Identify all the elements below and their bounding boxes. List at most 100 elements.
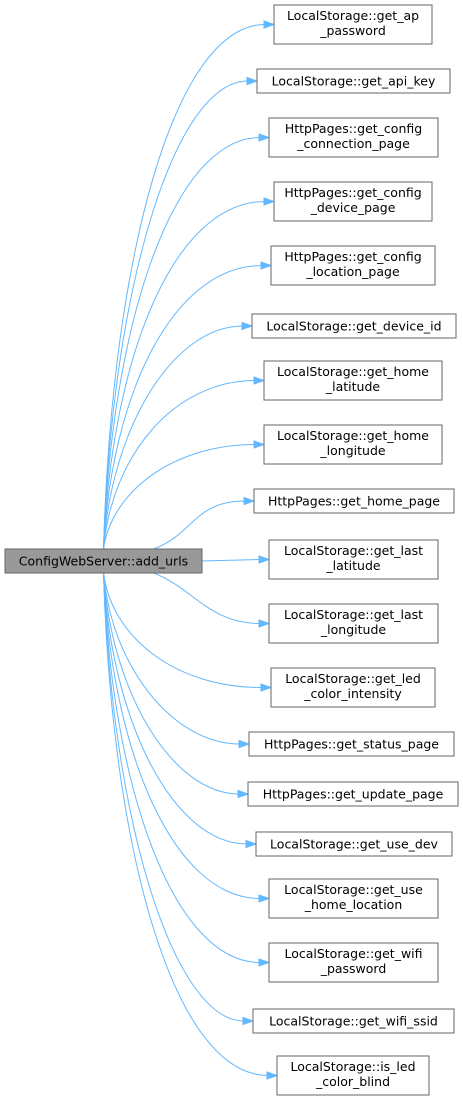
- callee-label-line: LocalStorage::get_last: [284, 543, 423, 558]
- callee-label-line: LocalStorage::get_wifi_ssid: [269, 1014, 438, 1029]
- call-edge: [103, 572, 248, 845]
- callee-node-httppages-get-config-location-page[interactable]: HttpPages::get_config_location_page: [270, 245, 436, 286]
- callee-label-line: LocalStorage::get_use: [284, 882, 423, 897]
- callee-box: [251, 313, 457, 339]
- callee-box: [276, 1055, 430, 1096]
- callee-box: [273, 181, 433, 222]
- arrowhead-icon: [263, 20, 276, 29]
- callee-label: HttpPages::get_status_page: [264, 737, 439, 752]
- call-edge: [103, 137, 261, 550]
- callee-label: LocalStorage::get_use_dev: [270, 837, 439, 852]
- arrowhead-icon: [258, 133, 271, 142]
- callee-label-line: _longitude: [319, 443, 385, 458]
- callee-node-httppages-get-config-connection-page[interactable]: HttpPages::get_config_connection_page: [268, 117, 439, 158]
- callee-label-line: HttpPages::get_config: [284, 185, 421, 200]
- callee-box: [252, 1008, 455, 1034]
- callee-label-line: _latitude: [325, 379, 381, 394]
- callee-label-line: LocalStorage::get_last: [284, 607, 423, 622]
- arrowhead-icon: [243, 496, 256, 506]
- arrowhead-icon: [246, 76, 259, 86]
- callee-label-line: HttpPages::get_home_page: [268, 494, 440, 509]
- callee-label: HttpPages::get_config_location_page: [284, 249, 421, 279]
- arrowhead-icon: [266, 1071, 279, 1080]
- callee-node-httppages-get-update-page[interactable]: HttpPages::get_update_page: [247, 781, 459, 807]
- callee-label-line: HttpPages::get_config: [285, 121, 422, 136]
- root-node-add-urls[interactable]: ConfigWebServer::add_urls: [4, 548, 203, 574]
- callee-box: [268, 603, 439, 644]
- call-edge: [103, 572, 240, 795]
- callee-node-httppages-get-config-device-page[interactable]: HttpPages::get_config_device_page: [273, 181, 433, 222]
- call-edge: [103, 444, 256, 550]
- callee-label-line: _longitude: [320, 622, 386, 637]
- callee-node-localstorage-get-last-longitude[interactable]: LocalStorage::get_last_longitude: [268, 603, 439, 644]
- call-edge: [103, 24, 266, 550]
- callee-label-line: _password: [319, 23, 386, 38]
- callee-label: LocalStorage::get_led_color_intensity: [285, 671, 421, 701]
- callee-box: [255, 831, 453, 857]
- callee-node-localstorage-get-wifi-password[interactable]: LocalStorage::get_wifi_password: [268, 942, 439, 983]
- callee-label-line: _location_page: [305, 264, 400, 279]
- callee-label: HttpPages::get_home_page: [268, 494, 440, 509]
- arrowhead-icon: [258, 619, 271, 628]
- callee-node-localstorage-get-ap-password[interactable]: LocalStorage::get_ap_password: [273, 4, 433, 45]
- callee-box: [268, 878, 439, 919]
- callee-label-line: LocalStorage::get_wifi: [284, 946, 422, 961]
- callee-label-line: LocalStorage::get_home: [277, 428, 429, 443]
- callee-label-line: LocalStorage::get_api_key: [272, 74, 436, 89]
- call-edge: [103, 325, 244, 550]
- callee-box: [263, 360, 443, 401]
- arrowhead-icon: [258, 894, 271, 903]
- arrowhead-icon: [253, 440, 266, 449]
- callee-node-httppages-get-status-page[interactable]: HttpPages::get_status_page: [248, 731, 455, 757]
- callee-box: [270, 245, 436, 286]
- callee-node-localstorage-get-use-dev[interactable]: LocalStorage::get_use_dev: [255, 831, 453, 857]
- callee-box: [248, 731, 455, 757]
- callee-label-line: LocalStorage::get_device_id: [266, 319, 441, 334]
- root-node-label: ConfigWebServer::add_urls: [19, 554, 188, 569]
- callee-box: [263, 424, 443, 465]
- call-edge: [103, 265, 263, 550]
- callee-node-localstorage-is-led-color-blind[interactable]: LocalStorage::is_led_color_blind: [276, 1055, 430, 1096]
- callee-label-line: LocalStorage::get_use_dev: [270, 837, 439, 852]
- call-edge: [103, 80, 249, 550]
- callee-label: HttpPages::get_config_device_page: [284, 185, 421, 215]
- callee-node-localstorage-get-last-latitude[interactable]: LocalStorage::get_last_latitude: [268, 539, 439, 580]
- call-edge: [153, 500, 246, 550]
- callee-node-httppages-get-home-page[interactable]: HttpPages::get_home_page: [253, 488, 455, 514]
- call-edge: [103, 572, 263, 688]
- call-edge: [103, 572, 269, 1076]
- callee-label-line: _home_location: [304, 897, 403, 912]
- call-edge: [103, 572, 261, 899]
- callee-label-line: HttpPages::get_update_page: [263, 787, 444, 802]
- callee-box: [247, 781, 459, 807]
- callee-node-localstorage-get-device-id[interactable]: LocalStorage::get_device_id: [251, 313, 457, 339]
- callee-node-localstorage-get-home-latitude[interactable]: LocalStorage::get_home_latitude: [263, 360, 443, 401]
- arrowhead-icon: [260, 683, 273, 692]
- callee-label: LocalStorage::get_wifi_password: [284, 946, 422, 976]
- callee-label-line: LocalStorage::get_ap: [287, 8, 419, 23]
- callee-node-localstorage-get-led-color-intensity[interactable]: LocalStorage::get_led_color_intensity: [270, 667, 436, 708]
- callee-label: LocalStorage::get_use_home_location: [284, 882, 423, 912]
- callee-node-localstorage-get-api-key[interactable]: LocalStorage::get_api_key: [256, 68, 451, 94]
- call-edge: [103, 572, 261, 963]
- callee-node-localstorage-get-use-home-location[interactable]: LocalStorage::get_use_home_location: [268, 878, 439, 919]
- arrowhead-icon: [245, 839, 258, 849]
- callee-label-line: LocalStorage::is_led: [290, 1059, 415, 1074]
- arrowhead-icon: [260, 261, 273, 270]
- callee-node-localstorage-get-wifi-ssid[interactable]: LocalStorage::get_wifi_ssid: [252, 1008, 455, 1034]
- callee-label-line: _latitude: [325, 558, 381, 573]
- callee-label: HttpPages::get_update_page: [263, 787, 444, 802]
- callee-node-localstorage-get-home-longitude[interactable]: LocalStorage::get_home_longitude: [263, 424, 443, 465]
- callee-box: [268, 117, 439, 158]
- callee-box: [270, 667, 436, 708]
- call-edge: [103, 572, 241, 745]
- callee-box: [253, 488, 455, 514]
- callee-label: LocalStorage::get_device_id: [266, 319, 441, 334]
- callee-label-line: _device_page: [310, 200, 396, 215]
- arrowhead-icon: [237, 789, 250, 799]
- callee-label: LocalStorage::get_home_latitude: [277, 364, 429, 394]
- arrowhead-icon: [238, 739, 251, 749]
- callee-box: [268, 942, 439, 983]
- callee-box: [256, 68, 451, 94]
- arrowhead-icon: [258, 958, 271, 967]
